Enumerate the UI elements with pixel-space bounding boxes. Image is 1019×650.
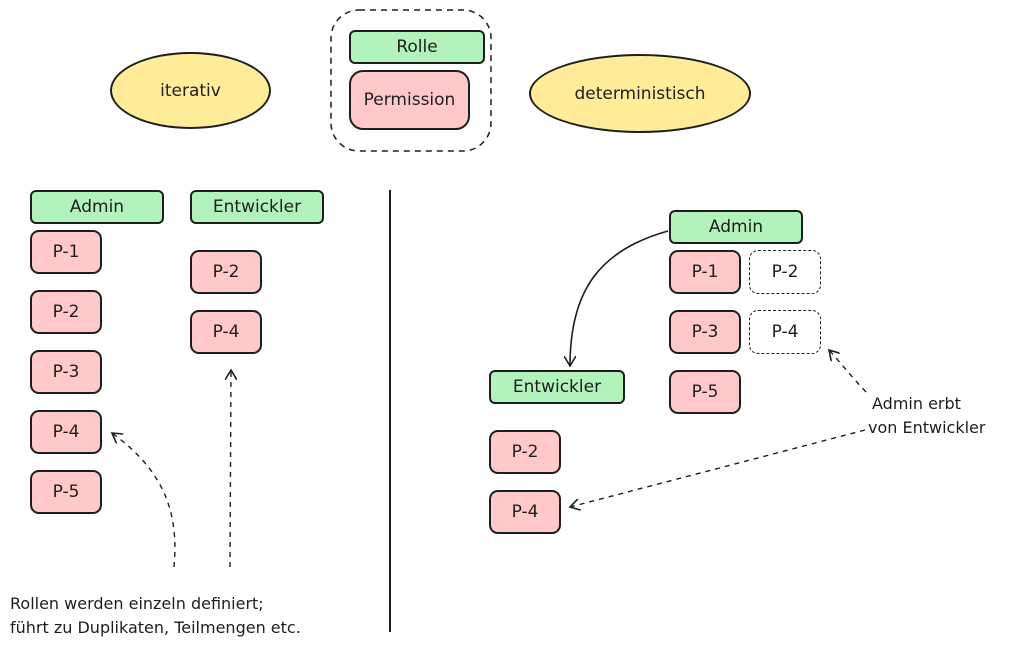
arrow-note-to-developer-p4 [230, 370, 231, 568]
deterministic-note-line: von Entwickler [868, 418, 986, 437]
permission-label: P-2 [212, 262, 240, 282]
permission-label: P-1 [691, 262, 719, 282]
iterative-admin-role: Admin [30, 190, 164, 224]
permission-label: P-4 [771, 322, 799, 342]
permission-label: P-4 [212, 322, 240, 342]
iterative-developer-label: Entwickler [212, 197, 302, 217]
iterative-admin-label: Admin [69, 197, 125, 217]
iterative-admin-permission: P-2 [30, 290, 102, 334]
iterative-admin-permission: P-3 [30, 350, 102, 394]
iterative-note-line: führt zu Duplikaten, Teilmengen etc. [10, 618, 301, 637]
deterministic-developer-permission: P-4 [489, 490, 561, 534]
iterative-admin-permission: P-5 [30, 470, 102, 514]
legend-role-label: Rolle [396, 37, 438, 57]
permission-label: P-2 [511, 442, 539, 462]
legend-role-box: Rolle [349, 30, 485, 64]
deterministic-admin-permission: P-3 [669, 310, 741, 354]
deterministic-note-line: Admin erbt [872, 394, 961, 413]
deterministic-inherited-permission: P-4 [749, 310, 821, 354]
permission-label: P-4 [52, 422, 80, 442]
deterministic-admin-permission: P-1 [669, 250, 741, 294]
heading-iterative-label: iterativ [160, 80, 221, 101]
permission-label: P-2 [52, 302, 80, 322]
heading-deterministic: deterministisch [529, 54, 751, 133]
heading-iterative: iterativ [110, 52, 271, 129]
deterministic-note: Admin erbt von Entwickler [868, 392, 985, 440]
permission-label: P-3 [691, 322, 719, 342]
deterministic-admin-permission: P-5 [669, 370, 741, 414]
deterministic-developer-role: Entwickler [489, 370, 625, 404]
permission-label: P-5 [691, 382, 719, 402]
iterative-note-line: Rollen werden einzeln definiert; [10, 594, 264, 613]
permission-label: P-3 [52, 362, 80, 382]
deterministic-admin-label: Admin [708, 217, 764, 237]
heading-deterministic-label: deterministisch [574, 83, 706, 104]
iterative-admin-permission: P-1 [30, 230, 102, 274]
permission-label: P-1 [52, 242, 80, 262]
permission-label: P-4 [511, 502, 539, 522]
arrow-admin-to-developer [570, 230, 669, 366]
legend-permission-label: Permission [363, 90, 456, 110]
iterative-admin-permission: P-4 [30, 410, 102, 454]
permission-label: P-2 [771, 262, 799, 282]
deterministic-developer-permission: P-2 [489, 430, 561, 474]
arrow-note-to-developer-p4-right [570, 429, 866, 507]
iterative-developer-role: Entwickler [190, 190, 324, 224]
legend-permission-box: Permission [349, 70, 470, 130]
permission-label: P-5 [52, 482, 80, 502]
iterative-note: Rollen werden einzeln definiert; führt z… [10, 592, 301, 640]
legend-group-outline [330, 9, 492, 152]
iterative-developer-permission: P-2 [190, 250, 262, 294]
iterative-developer-permission: P-4 [190, 310, 262, 354]
deterministic-developer-label: Entwickler [512, 377, 602, 397]
arrow-note-to-admin-p4 [112, 433, 176, 568]
arrow-note-to-inherited-p4 [829, 350, 867, 393]
deterministic-admin-role: Admin [669, 210, 803, 244]
deterministic-inherited-permission: P-2 [749, 250, 821, 294]
